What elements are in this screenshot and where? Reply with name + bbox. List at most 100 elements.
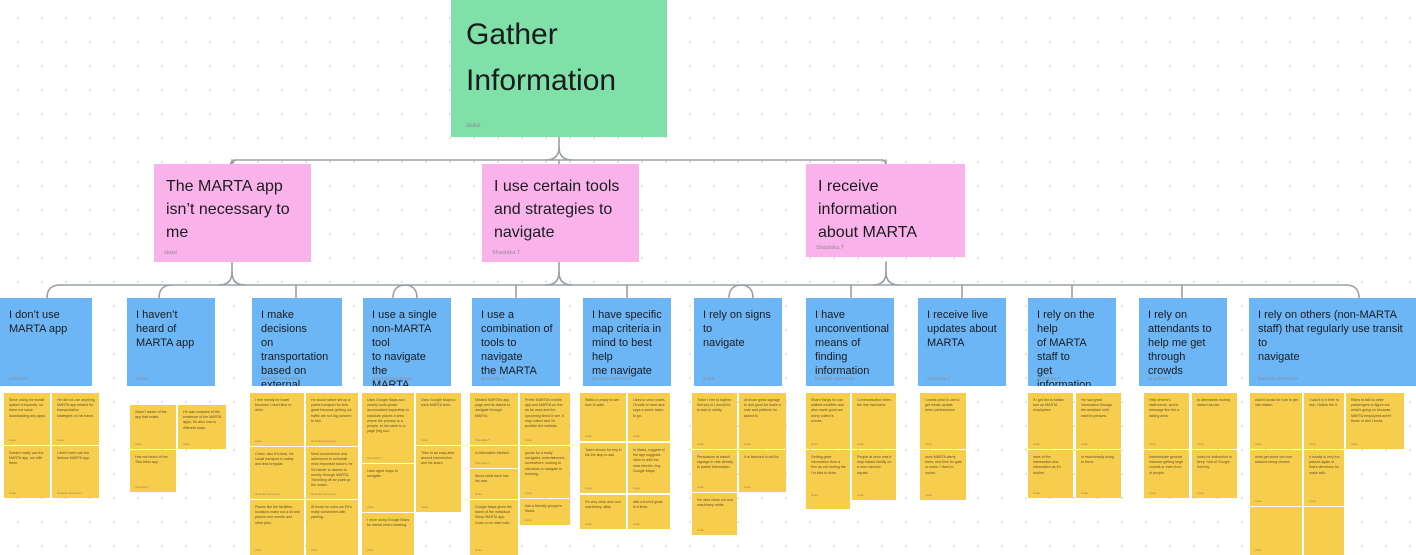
sticky-note[interactable]: Since using the transit system frequentl… bbox=[4, 393, 50, 445]
sticky-note[interactable]: sluke bbox=[1250, 507, 1302, 555]
sticky-note[interactable]: Minded MARTA’s app page and its fastest … bbox=[470, 393, 518, 445]
sticky-note-text: Share things for use walked modifies and… bbox=[811, 398, 844, 423]
sticky-note[interactable]: If I get led to station turn up MARTA em… bbox=[1028, 393, 1073, 449]
sticky-note[interactable]: He did not use anything MARTA app relate… bbox=[52, 393, 99, 445]
sticky-note[interactable]: Share things for use walked modifies and… bbox=[806, 393, 850, 449]
sticky-note[interactable]: Likes to view routes. I’ll walk to have … bbox=[628, 393, 670, 441]
sticky-note[interactable] bbox=[806, 499, 850, 509]
sticky-note[interactable]: goods for a really navigates, entertainm… bbox=[520, 446, 570, 498]
sticky-note[interactable]: Persuasion at transit signage in rate di… bbox=[692, 450, 737, 492]
sticky-note[interactable]: it mostly is very fun passes again or th… bbox=[1304, 450, 1344, 506]
insight-card-marta-staff-help[interactable]: I rely on the help of MARTA staff to get… bbox=[1028, 298, 1116, 386]
sticky-note[interactable]: I hire mostly for travel because I need … bbox=[250, 393, 304, 446]
sticky-note-text: with a from it great in it finds. bbox=[633, 500, 663, 510]
sticky-note[interactable]: Doesn’t really use the MARTA app, not wi… bbox=[4, 446, 50, 498]
sticky-note[interactable]: Most convenience and adherence to schedu… bbox=[306, 447, 358, 499]
sticky-note[interactable]: Intermediate general instance getting la… bbox=[1144, 450, 1189, 498]
theme-card-receive-information[interactable]: I receive information about MARTA Shashi… bbox=[806, 164, 965, 257]
sticky-note[interactable]: Google Maps gives the name of the indivi… bbox=[470, 500, 518, 555]
sticky-note[interactable]: Uses Google Maps to track MARTA lines.sl… bbox=[416, 393, 461, 445]
sticky-note-text: Communication been the line overcome. bbox=[857, 398, 891, 408]
insight-card-dont-use-marta-app[interactable]: I don’t use MARTA app echa322 bbox=[0, 298, 92, 386]
insight-card-attendants-crowds[interactable]: I rely on attendants to help me get thro… bbox=[1139, 298, 1227, 386]
insight-card-live-updates[interactable]: I receive live updates about MARTA Shash… bbox=[918, 298, 1006, 386]
sticky-note[interactable]: I wants child to use to get meals update… bbox=[920, 393, 966, 449]
sticky-note[interactable]: It’s very clear and cool machinery utili… bbox=[580, 495, 626, 529]
sticky-note-author: sluke bbox=[925, 493, 933, 497]
sticky-note-text: Likes to view routes. I’ll walk to have … bbox=[633, 398, 666, 418]
sticky-note[interactable]: About what each has his own.sluke bbox=[470, 469, 518, 499]
theme-card-tools-and-strategies[interactable]: I use certain tools and strategies to na… bbox=[482, 164, 639, 262]
sticky-note[interactable]: It is featured in will for.sluke bbox=[739, 450, 786, 492]
sticky-note-text: At those he uses car if it’s really conv… bbox=[311, 505, 352, 520]
sticky-note[interactable]: He would rather set up a public transpor… bbox=[306, 393, 358, 446]
sticky-note[interactable] bbox=[1304, 507, 1344, 555]
sticky-note-author: sluke bbox=[421, 505, 429, 509]
sticky-note[interactable]: Getting gave information from a firm as … bbox=[806, 450, 850, 500]
sticky-note-author: sluke bbox=[857, 493, 865, 497]
sticky-note-text: to reach/easily using to them. bbox=[1081, 455, 1114, 465]
sticky-note[interactable]: I said it to it time to use, I follow th… bbox=[1304, 393, 1344, 449]
sticky-note-author: sluke bbox=[585, 434, 593, 438]
sticky-note-text: looks for indirection to keep ‘how of Go… bbox=[1197, 455, 1232, 470]
sticky-note-text: If I get led to station turn up MARTA em… bbox=[1033, 398, 1065, 413]
sticky-note[interactable]: to attendants routing station as use.slu… bbox=[1192, 393, 1237, 449]
insight-card-specific-map-criteria[interactable]: I have specific map criteria in mind to … bbox=[583, 298, 671, 386]
sticky-note-text: I wants child to use to get meals update… bbox=[925, 398, 960, 413]
sticky-note[interactable]: At those great signage to and good for l… bbox=[739, 393, 786, 449]
sticky-note[interactable]: Tries to an easy after around Intersecti… bbox=[416, 446, 461, 512]
sticky-note-text: Has not heard of the Tibo Artist app. bbox=[135, 455, 168, 465]
sticky-note[interactable]: to reach/easily using to them.sluke bbox=[1076, 450, 1121, 498]
sticky-note-author: sluke bbox=[9, 438, 17, 442]
sticky-note[interactable]: Uses aged maps to navigate.sluke bbox=[362, 464, 414, 512]
insight-card-rely-on-signs[interactable]: I rely on signs to navigate sluke bbox=[694, 298, 782, 386]
sticky-note[interactable]: uses MARTA alerts them, rest time for ga… bbox=[920, 450, 966, 500]
root-card-gather-information[interactable]: Gather Information sluke bbox=[451, 0, 667, 137]
sticky-note[interactable]: Cheer, also it’s ideal, his social trans… bbox=[250, 447, 304, 499]
sticky-note[interactable]: Prefer MARTA’s mobile app and MARTA on l… bbox=[520, 393, 570, 445]
insight-card-text: I have specific map criteria in mind to … bbox=[592, 309, 662, 378]
sticky-note-text: Uses Google Maps to track MARTA lines. bbox=[421, 398, 456, 408]
insight-card-unconventional-means[interactable]: I have unconventional means of finding i… bbox=[806, 298, 894, 386]
sticky-note-text: Doesn’t really use the MARTA app, not wi… bbox=[9, 451, 44, 466]
sticky-note[interactable]: Taken shown for key in his the stop to a… bbox=[580, 443, 626, 493]
insight-card-combination-of-tools[interactable]: I use a combination of tools to navigate… bbox=[472, 298, 560, 386]
sticky-note[interactable]: Rises to talk to other passengers to fig… bbox=[1346, 393, 1404, 449]
theme-card-text: I use certain tools and strategies to na… bbox=[494, 178, 620, 242]
sticky-note[interactable]: Ask a friendly groups in Marta.sluke bbox=[520, 499, 570, 525]
sticky-note[interactable]: Places like the facilities, locations ma… bbox=[250, 500, 304, 555]
theme-card-marta-app-not-necessary[interactable]: The MARTA app isn’t necessary to me sluk… bbox=[154, 164, 311, 262]
sticky-note[interactable]: I didn’t even use the famous MARTA app.D… bbox=[52, 446, 99, 498]
sticky-note[interactable]: with a from it great in it finds.sluke bbox=[628, 495, 670, 529]
sticky-note-author: sluke bbox=[311, 548, 319, 552]
sticky-note-text: Uses aged maps to navigate. bbox=[367, 469, 398, 479]
sticky-note[interactable]: Walks in easily to see how to walk.sluke bbox=[580, 393, 626, 441]
sticky-note[interactable]: Wasn’t aware of the app that exists.sluk… bbox=[130, 405, 176, 449]
sticky-note-author: sluke bbox=[9, 491, 17, 495]
sticky-note[interactable]: Asked locals for how to get into station… bbox=[1250, 393, 1302, 449]
sticky-note[interactable]: He was unaware of the existence of the M… bbox=[178, 405, 226, 449]
sticky-note[interactable]: He had great information through the ass… bbox=[1076, 393, 1121, 449]
sticky-note[interactable]: Uses Google Maps and nearby tools grows … bbox=[362, 393, 414, 463]
sticky-note-text: Rises to talk to other passengers to fig… bbox=[1351, 398, 1392, 423]
sticky-note[interactable]: looks for indirection to keep ‘how of Go… bbox=[1192, 450, 1237, 498]
sticky-note[interactable]: uses of the intersection and information… bbox=[1028, 450, 1073, 498]
insight-card-author: Danielle Genereux bbox=[261, 376, 301, 381]
sticky-note[interactable]: People at once was it may instant facili… bbox=[852, 450, 896, 500]
sticky-note[interactable]: Help drivers’s statements, as the messag… bbox=[1144, 393, 1189, 449]
sticky-note[interactable]: Communication been the line overcome.slu… bbox=[852, 393, 896, 449]
sticky-note[interactable]: Has not heard of the Tibo Artist app.Sha… bbox=[130, 450, 176, 492]
sticky-note[interactable]: He uses clean out and machinery rebits.s… bbox=[692, 493, 737, 535]
insight-card-decisions-external-factors[interactable]: I make decisions on transportation based… bbox=[252, 298, 342, 386]
sticky-note[interactable]: what get some out over stations being vi… bbox=[1250, 450, 1302, 506]
sticky-note[interactable]: I more using Google Maps for transit whe… bbox=[362, 513, 414, 555]
sticky-note[interactable]: Is Alternative Method.Shashika T bbox=[470, 446, 518, 468]
sticky-note-author: sluke bbox=[255, 439, 263, 443]
insight-card-rely-on-other-riders[interactable]: I rely on others (non-MARTA staff) that … bbox=[1249, 298, 1416, 386]
sticky-note[interactable]: At those he uses car if it’s really conv… bbox=[306, 500, 358, 555]
sticky-note[interactable]: In Maria, suggest of the app suggests ot… bbox=[628, 443, 670, 493]
insight-card-havent-heard-of-marta-app[interactable]: I haven’t heard of MARTA app sluke bbox=[127, 298, 215, 386]
sticky-note[interactable]: Twice I hire to togther. Not key to I wo… bbox=[692, 393, 737, 449]
insight-card-single-non-marta-tool[interactable]: I use a single non-MARTA tool to navigat… bbox=[363, 298, 451, 386]
